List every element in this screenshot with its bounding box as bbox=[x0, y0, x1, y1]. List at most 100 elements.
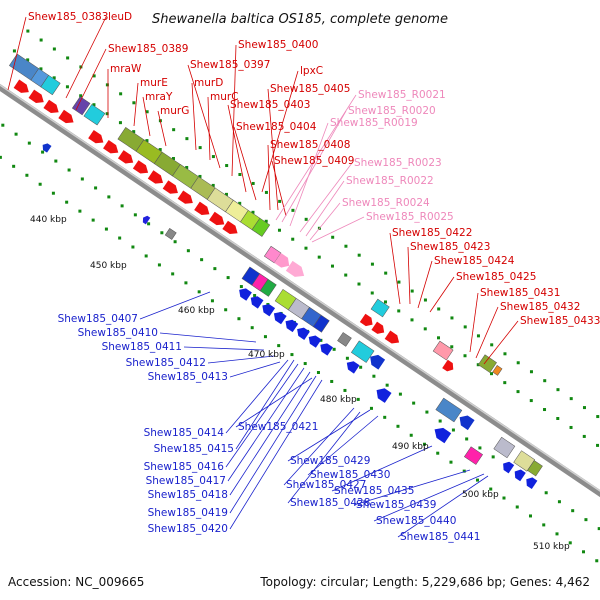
red-gene-label: murC bbox=[210, 91, 239, 103]
red-gene-arrow bbox=[88, 129, 104, 144]
rna-gene-label-leader bbox=[289, 122, 329, 227]
blue-gene-arrow bbox=[142, 215, 151, 225]
tick-dot bbox=[543, 379, 547, 383]
blue-gene-label: Shew185_0428 bbox=[290, 497, 370, 509]
map-title: Shewanella baltica OS185, complete genom… bbox=[152, 12, 448, 27]
gene-box bbox=[527, 460, 543, 477]
tick-dot bbox=[184, 281, 188, 285]
gene-box-shape bbox=[527, 460, 543, 477]
blue-gene-label-leader bbox=[229, 379, 323, 530]
tick-dot bbox=[370, 262, 374, 266]
blue-gene-arrow-shape bbox=[346, 361, 360, 374]
tick-dot bbox=[67, 168, 71, 172]
tick-dot bbox=[582, 550, 586, 554]
kbp-label: 470 kbp bbox=[248, 350, 285, 360]
tick-dot bbox=[437, 307, 441, 311]
rna-gene-label: Shew185_R0020 bbox=[348, 105, 436, 117]
tick-dot bbox=[438, 419, 442, 423]
red-gene-label: Shew185_0408 bbox=[270, 139, 350, 151]
red-gene-arrow bbox=[132, 160, 149, 174]
gene-box-shape bbox=[432, 340, 454, 361]
tick-dot bbox=[39, 38, 43, 42]
tick-dot bbox=[239, 285, 243, 289]
tick-dot bbox=[317, 255, 321, 259]
red-gene-label: mraY bbox=[145, 91, 173, 103]
blue-gene-label-leader bbox=[373, 473, 485, 522]
tick-dot bbox=[238, 172, 242, 176]
tick-dot bbox=[569, 397, 573, 401]
tick-dot bbox=[147, 222, 151, 226]
tick-dot bbox=[515, 505, 519, 509]
rna-gene-label: Shew185_R0021 bbox=[358, 89, 446, 101]
tick-dot bbox=[157, 263, 161, 267]
tick-dot bbox=[568, 541, 572, 545]
accession-text: Accession: NC_009665 bbox=[8, 575, 144, 589]
rna-gene-label-leader bbox=[309, 202, 341, 241]
tick-marks bbox=[0, 29, 600, 563]
red-gene-label: Shew185_0433 bbox=[520, 315, 600, 327]
tick-dot bbox=[384, 271, 388, 275]
tick-dot bbox=[224, 308, 228, 312]
blue-gene-label: Shew185_0416 bbox=[144, 461, 225, 473]
tick-dot bbox=[250, 326, 254, 330]
red-gene-label-leader bbox=[231, 44, 237, 177]
tick-dot bbox=[543, 408, 547, 412]
gene-box-shape bbox=[370, 298, 390, 318]
blue-gene-label-leader bbox=[235, 377, 313, 428]
red-gene-label-leader bbox=[389, 232, 401, 305]
tick-dot bbox=[171, 157, 175, 161]
tick-dot bbox=[291, 237, 295, 241]
rna-feature-shape bbox=[285, 260, 305, 277]
tick-dot bbox=[54, 159, 58, 163]
red-gene-label: murE bbox=[140, 77, 168, 89]
tick-dot bbox=[409, 433, 413, 437]
blue-gene-label: Shew185_0435 bbox=[334, 485, 414, 497]
gene-box bbox=[312, 314, 330, 333]
red-gene-label-leader bbox=[65, 16, 107, 99]
blue-gene-arrow bbox=[320, 343, 334, 356]
kbp-label: 480 kbp bbox=[320, 395, 357, 405]
kbp-label: 500 kbp bbox=[462, 490, 499, 500]
tick-dot bbox=[397, 309, 401, 313]
tick-dot bbox=[118, 236, 122, 240]
tick-dot bbox=[343, 388, 347, 392]
blue-gene-arrow-shape bbox=[297, 327, 310, 340]
blue-gene-arrow-shape bbox=[503, 461, 515, 474]
tick-dot bbox=[344, 244, 348, 248]
gene-box bbox=[83, 104, 106, 126]
gene-box-shape bbox=[492, 365, 503, 376]
red-gene-label: Shew185_0404 bbox=[236, 121, 317, 133]
blue-gene-arrow-shape bbox=[526, 477, 538, 490]
blue-gene-label: Shew185_0407 bbox=[58, 313, 138, 325]
red-gene-arrow bbox=[147, 170, 164, 184]
tick-dot bbox=[412, 401, 416, 405]
tick-dot bbox=[357, 253, 361, 257]
tick-dot bbox=[264, 190, 268, 194]
tick-dot bbox=[158, 148, 162, 152]
tick-dot bbox=[582, 434, 586, 438]
red-gene-label: murG bbox=[160, 105, 189, 117]
tick-dot bbox=[503, 381, 507, 385]
tick-dot bbox=[25, 173, 29, 177]
blue-gene-arrow bbox=[526, 477, 538, 490]
tick-dot bbox=[450, 345, 454, 349]
blue-gene-label: Shew185_0429 bbox=[290, 455, 370, 467]
blue-gene-label: Shew185_0421 bbox=[238, 421, 318, 433]
blue-gene-arrow bbox=[376, 388, 392, 403]
gene-box bbox=[463, 446, 483, 465]
tick-dot bbox=[278, 199, 282, 203]
red-gene-label: Shew185_0389 bbox=[108, 43, 188, 55]
tick-dot bbox=[120, 204, 124, 208]
tick-dot bbox=[529, 399, 533, 403]
rna-gene-label: Shew185_R0022 bbox=[346, 175, 434, 187]
tick-dot bbox=[463, 354, 467, 358]
blue-gene-arrow bbox=[459, 415, 475, 431]
gene-box-shape bbox=[259, 278, 277, 297]
tick-dot bbox=[133, 213, 137, 217]
tick-dot bbox=[80, 177, 84, 181]
tick-dot bbox=[27, 141, 31, 145]
tick-dot bbox=[277, 344, 281, 348]
tick-dot bbox=[105, 112, 109, 116]
red-gene-label: Shew185_0397 bbox=[190, 59, 270, 71]
